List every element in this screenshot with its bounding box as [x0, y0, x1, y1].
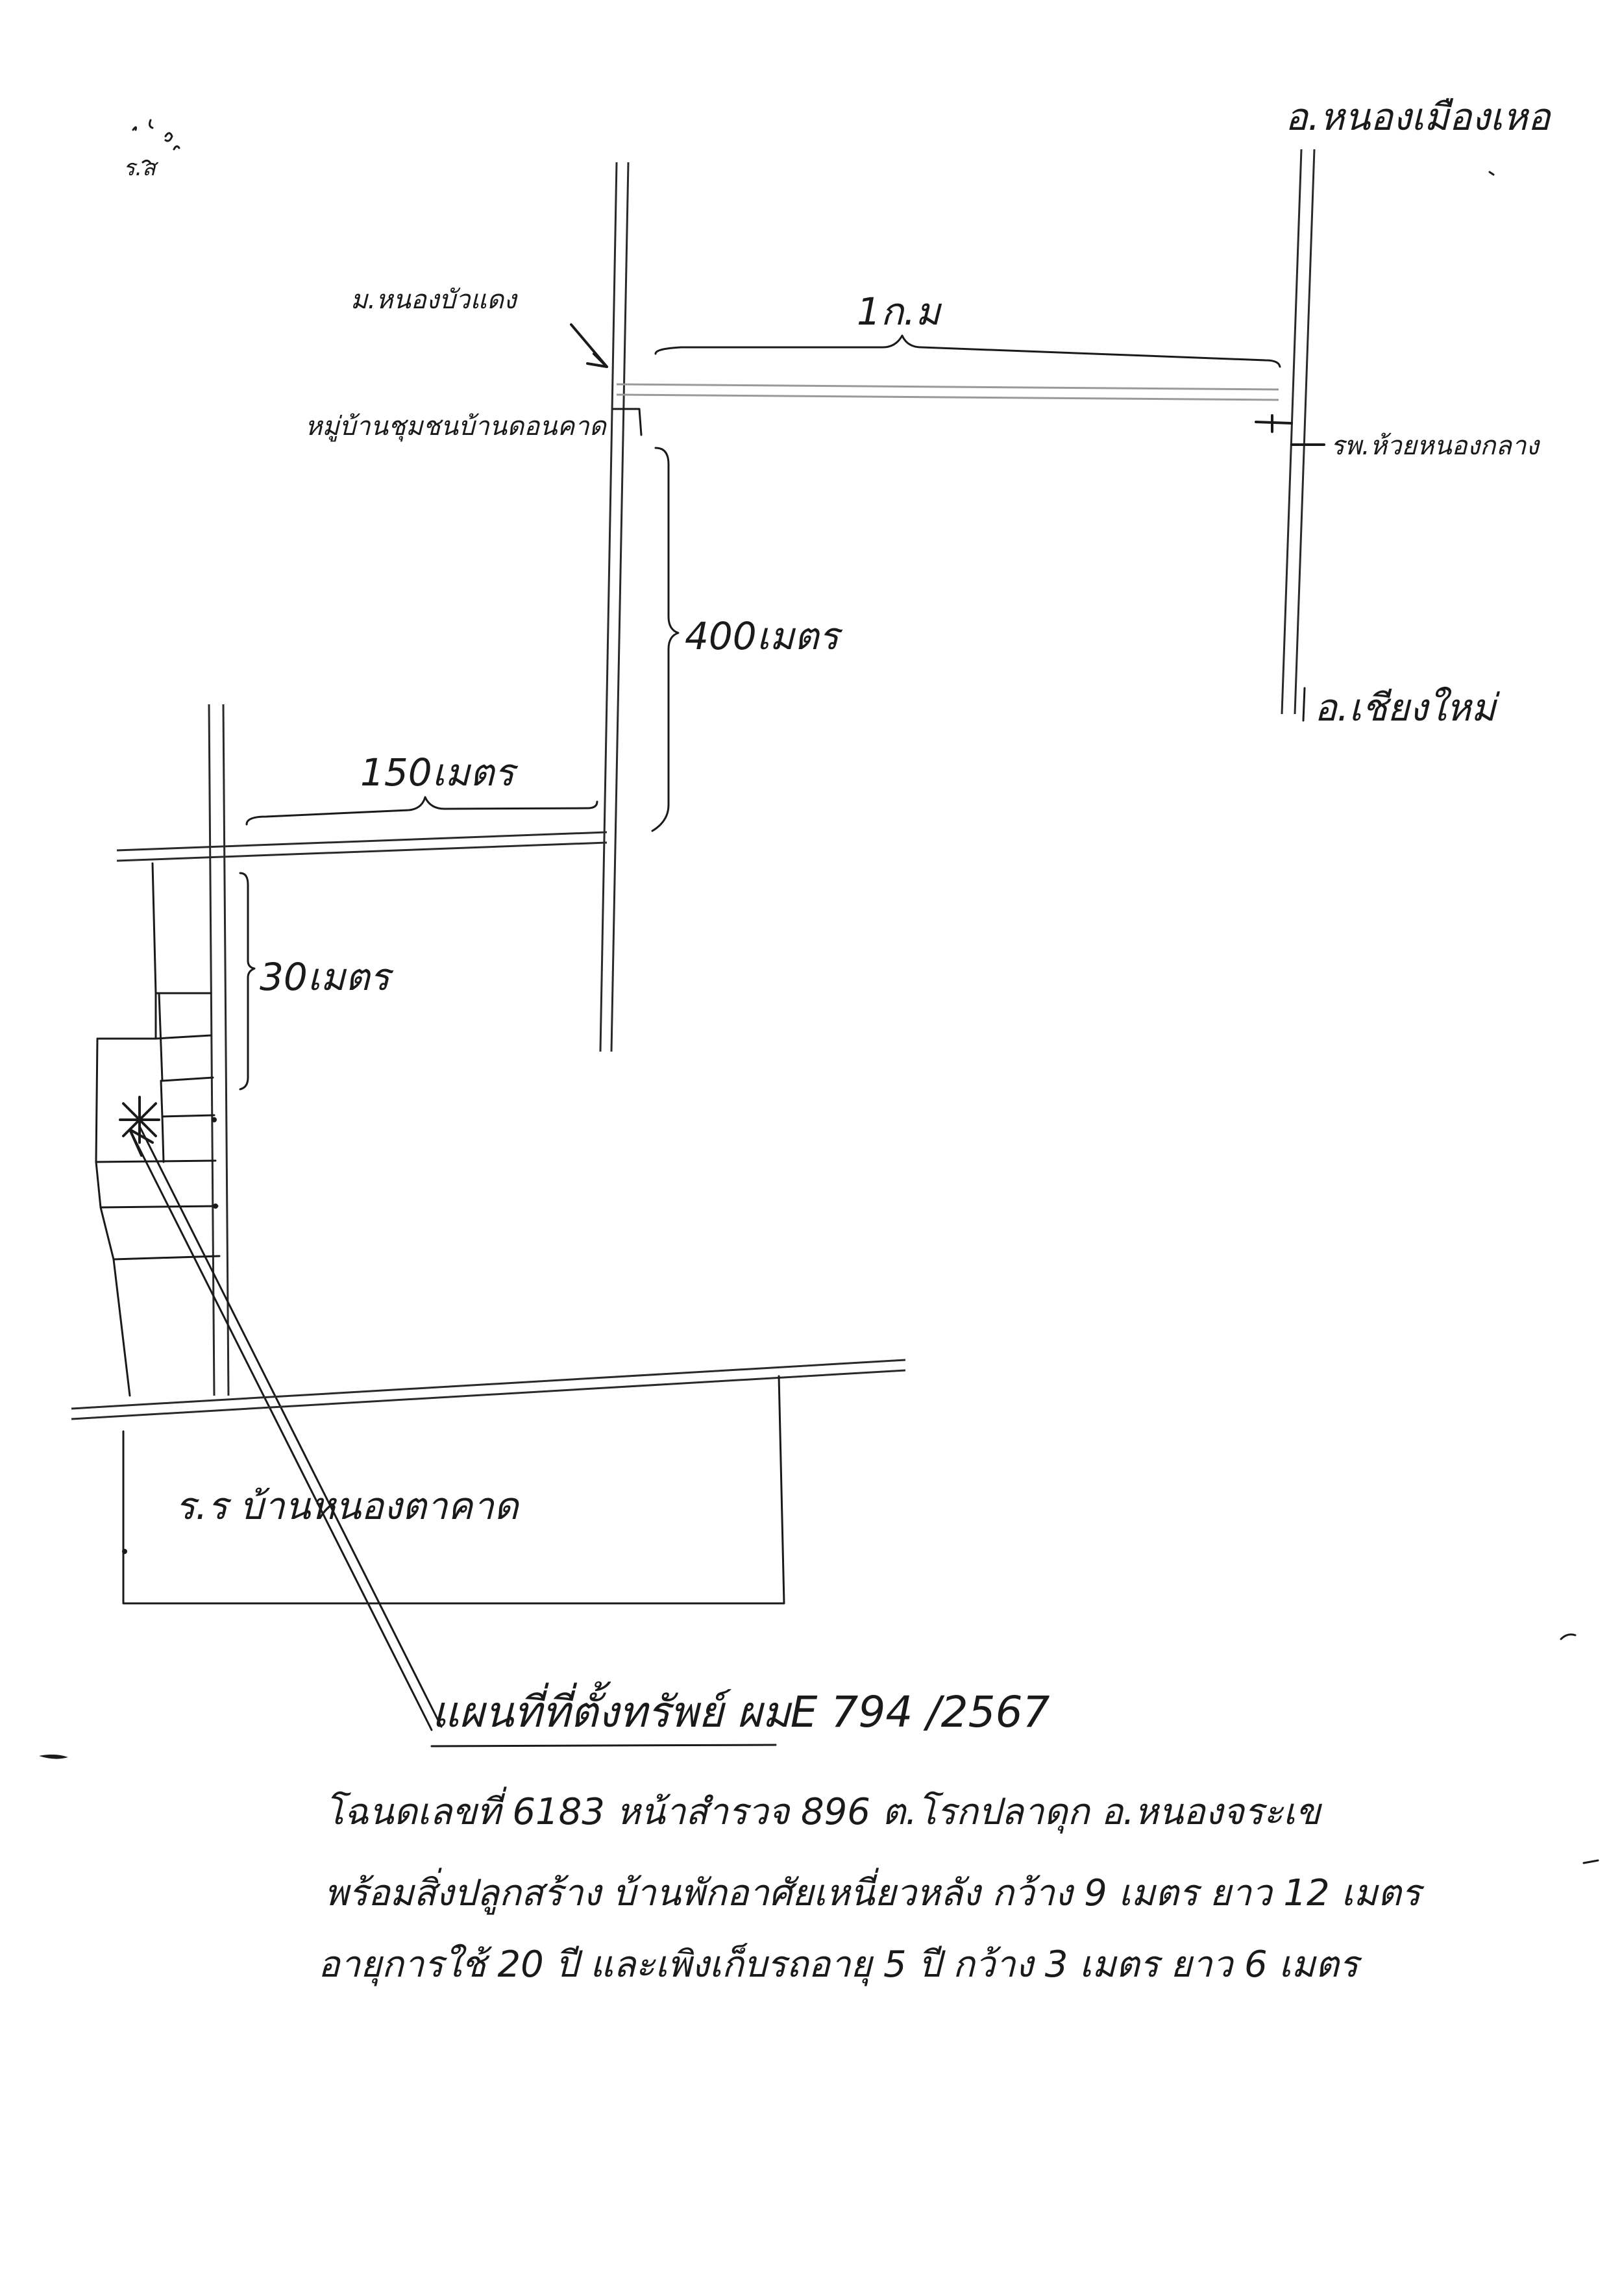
- bottom-road: [71, 1359, 906, 1420]
- property-star-marker: [119, 1096, 160, 1144]
- branch-road-150m: [116, 831, 608, 862]
- bottom-right-place-label: อ.เชียงใหม่: [1314, 685, 1501, 730]
- dist-150-label: 150เมตร: [360, 750, 519, 795]
- main-road-center: [599, 162, 630, 1052]
- note-line-3: อายุการใช้ 20 ปี และเพิงเก็บรถอายุ 5 ปี …: [318, 1943, 1362, 1986]
- left-branch-label: หมู่บ้านชุมชนบ้านดอนคาด: [305, 412, 608, 442]
- note-line-1: โฉนดเลขที่ 6183 หน้าสำรวจ 896 ต.โรกปลาดุ…: [325, 1786, 1323, 1834]
- bottom-right-place: อ.เชียงใหม่: [1302, 685, 1501, 730]
- brace-150m: 150เมตร: [245, 750, 598, 826]
- right-branch: รพ.ห้วยหนองกลาง: [1255, 414, 1540, 461]
- corner-scribble: ร.ส: [123, 119, 180, 181]
- notes-block: แผนที่ที่ตั้งทรัพย์ ผมE 794 /2567 โฉนดเล…: [318, 1681, 1425, 1986]
- brace-400m: 400เมตร: [651, 447, 843, 832]
- bottom-plot-label: ร.ร บ้านหนองตาคาด: [175, 1484, 521, 1528]
- brace-30m: 30เมตร: [239, 872, 395, 1091]
- school-plot: ร.ร บ้านหนองตาคาด: [122, 1375, 785, 1605]
- margin-mark-1: [1560, 1633, 1577, 1640]
- corner-mark-text: ร.ส: [123, 155, 159, 181]
- margin-mark-2: [1582, 1859, 1599, 1864]
- left-road: [208, 704, 230, 1396]
- margin-dot: [39, 1754, 68, 1759]
- plot-strips: [95, 862, 221, 1397]
- left-branch: หมู่บ้านชุมชนบ้านดอนคาด: [305, 408, 643, 442]
- top-right-place-label: อ.หนองเมืองเหอ: [1285, 95, 1552, 139]
- dist-top-label: 1ก.ม: [857, 290, 942, 334]
- right-branch-label: รพ.ห้วยหนองกลาง: [1331, 431, 1540, 461]
- note-title: แผนที่ที่ตั้งทรัพย์ ผมE 794 /2567: [432, 1681, 1050, 1737]
- top-left-marker-label: ม.หนองบัวแดง: [350, 285, 518, 315]
- top-connector-road: [616, 383, 1279, 401]
- marker-top-left: ม.หนองบัวแดง: [350, 285, 608, 368]
- right-road: [1281, 149, 1316, 715]
- dist-30-label: 30เมตร: [260, 955, 395, 999]
- leader-arrow: [129, 1125, 443, 1731]
- brace-1km: 1ก.ม: [654, 290, 1281, 368]
- dist-400-label: 400เมตร: [685, 614, 843, 658]
- note-line-2: พร้อมสิ่งปลูกสร้าง บ้านพักอาศัยเหนี่ยวหล…: [325, 1868, 1425, 1915]
